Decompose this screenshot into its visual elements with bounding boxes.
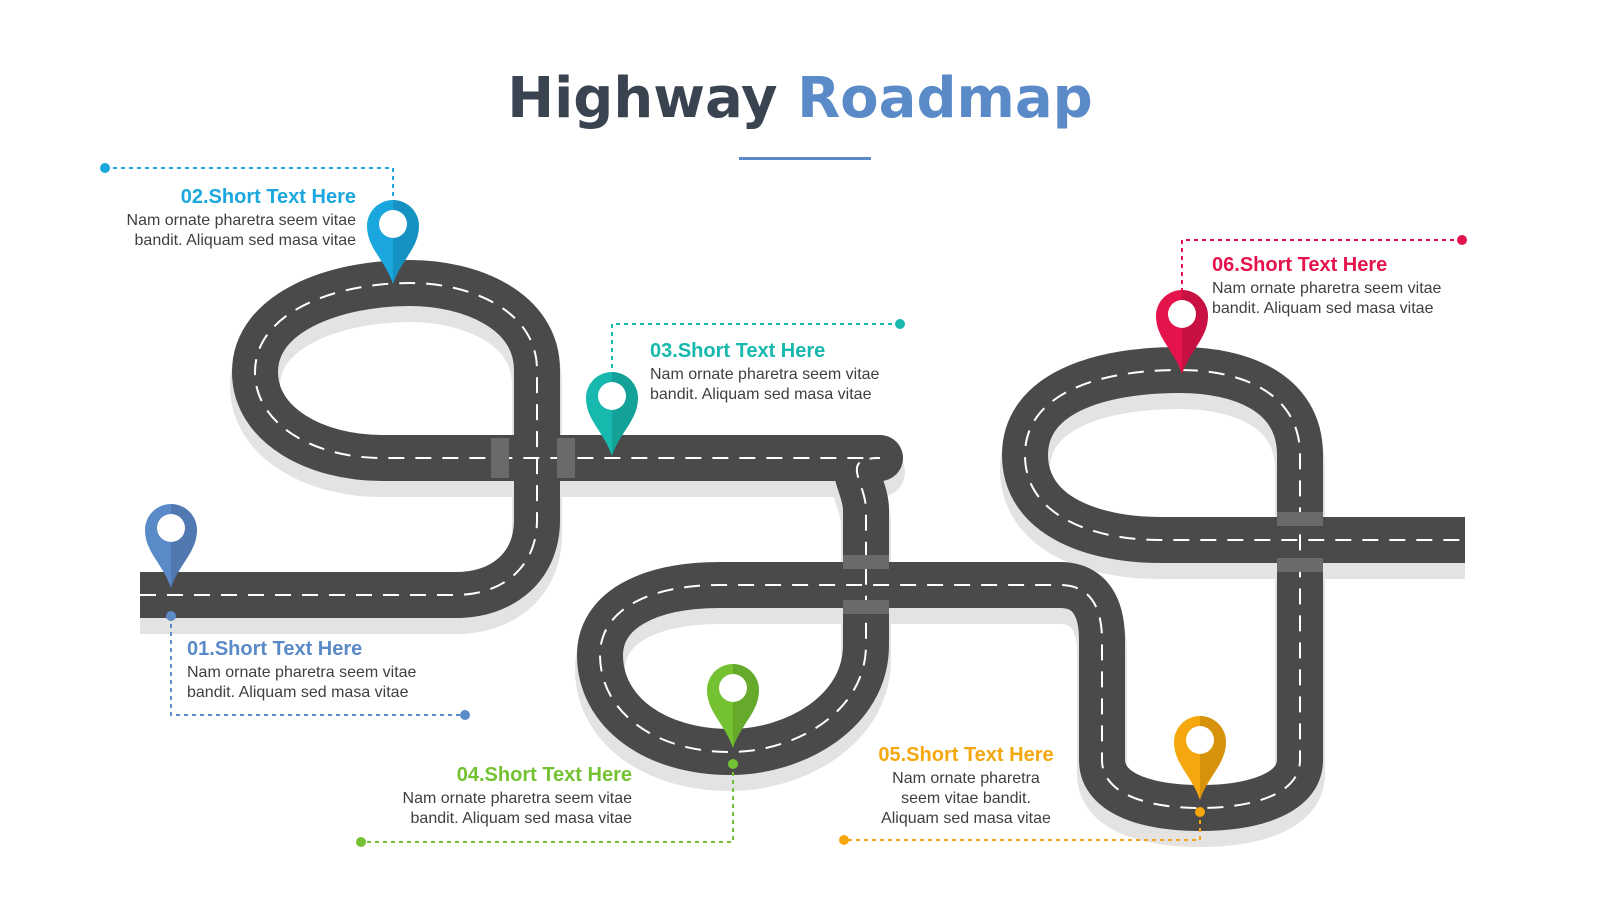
map-pin-icon[interactable] [145, 504, 197, 588]
milestone-number: 06. [1212, 254, 1240, 276]
connector-dot [460, 710, 470, 720]
milestone-heading-text: Short Text Here [1239, 254, 1388, 276]
connector-dot [728, 759, 738, 769]
connector-line-4 [361, 764, 734, 843]
connector-dot [895, 319, 905, 329]
connector-line-6 [1181, 239, 1462, 300]
milestone-heading-text: Short Text Here [906, 744, 1054, 766]
milestone-heading-text: Short Text Here [484, 764, 632, 786]
milestone-number: 02. [180, 186, 209, 208]
milestone-heading-text: Short Text Here [208, 186, 356, 208]
milestone-description: Nam ornate pharetra seem vitae bandit. A… [881, 770, 1051, 827]
milestone-heading: 01.Short Text Here [187, 636, 416, 662]
milestone-heading: 06.Short Text Here [1212, 252, 1441, 278]
page-title: Highway Roadmap [0, 66, 1600, 131]
milestone-heading: 03.Short Text Here [650, 338, 879, 364]
connector-dot [356, 837, 366, 847]
connector-dot [1457, 235, 1467, 245]
milestone-description: Nam ornate pharetra seem vitae bandit. A… [402, 790, 632, 827]
map-pin-icon[interactable] [1156, 290, 1208, 374]
crossing-marker [1277, 512, 1323, 526]
road-crossings [491, 438, 1323, 614]
milestone-number: 03. [650, 340, 678, 362]
connector-dot [1195, 807, 1205, 817]
map-pin-icon[interactable] [586, 372, 638, 456]
milestone-number: 01. [187, 638, 215, 660]
connector-dot [839, 835, 849, 845]
milestone-heading: 04.Short Text Here [312, 762, 632, 788]
crossing-marker [1277, 558, 1323, 572]
milestone-description: Nam ornate pharetra seem vitae bandit. A… [187, 664, 417, 701]
map-pin-icon[interactable] [707, 664, 759, 748]
title-underline [739, 157, 871, 160]
milestone-heading: 02.Short Text Here [36, 184, 356, 210]
connector-line-5 [844, 812, 1201, 841]
milestone-heading-text: Short Text Here [677, 340, 826, 362]
title-part-dark: Highway [507, 66, 778, 131]
milestone-pins [145, 200, 1226, 800]
milestone-description: Nam ornate pharetra seem vitae bandit. A… [1212, 280, 1442, 317]
crossing-marker [491, 438, 509, 478]
milestone-description: Nam ornate pharetra seem vitae bandit. A… [650, 366, 880, 403]
connector-line-1 [170, 616, 465, 716]
milestone-description: Nam ornate pharetra seem vitae bandit. A… [126, 212, 356, 249]
title-part-accent: Roadmap [797, 66, 1093, 131]
milestone-number: 05. [878, 744, 907, 766]
map-pin-icon[interactable] [1174, 716, 1226, 800]
connector-line-2 [105, 167, 394, 212]
connector-line-3 [611, 323, 900, 384]
connector-dot [100, 163, 110, 173]
crossing-marker [557, 438, 575, 478]
milestone-heading-text: Short Text Here [214, 638, 363, 660]
crossing-marker [843, 555, 889, 569]
milestone-heading: 05.Short Text Here [816, 742, 1116, 768]
connector-dot [166, 611, 176, 621]
milestone-number: 04. [456, 764, 485, 786]
map-pin-icon[interactable] [367, 200, 419, 284]
crossing-marker [843, 600, 889, 614]
